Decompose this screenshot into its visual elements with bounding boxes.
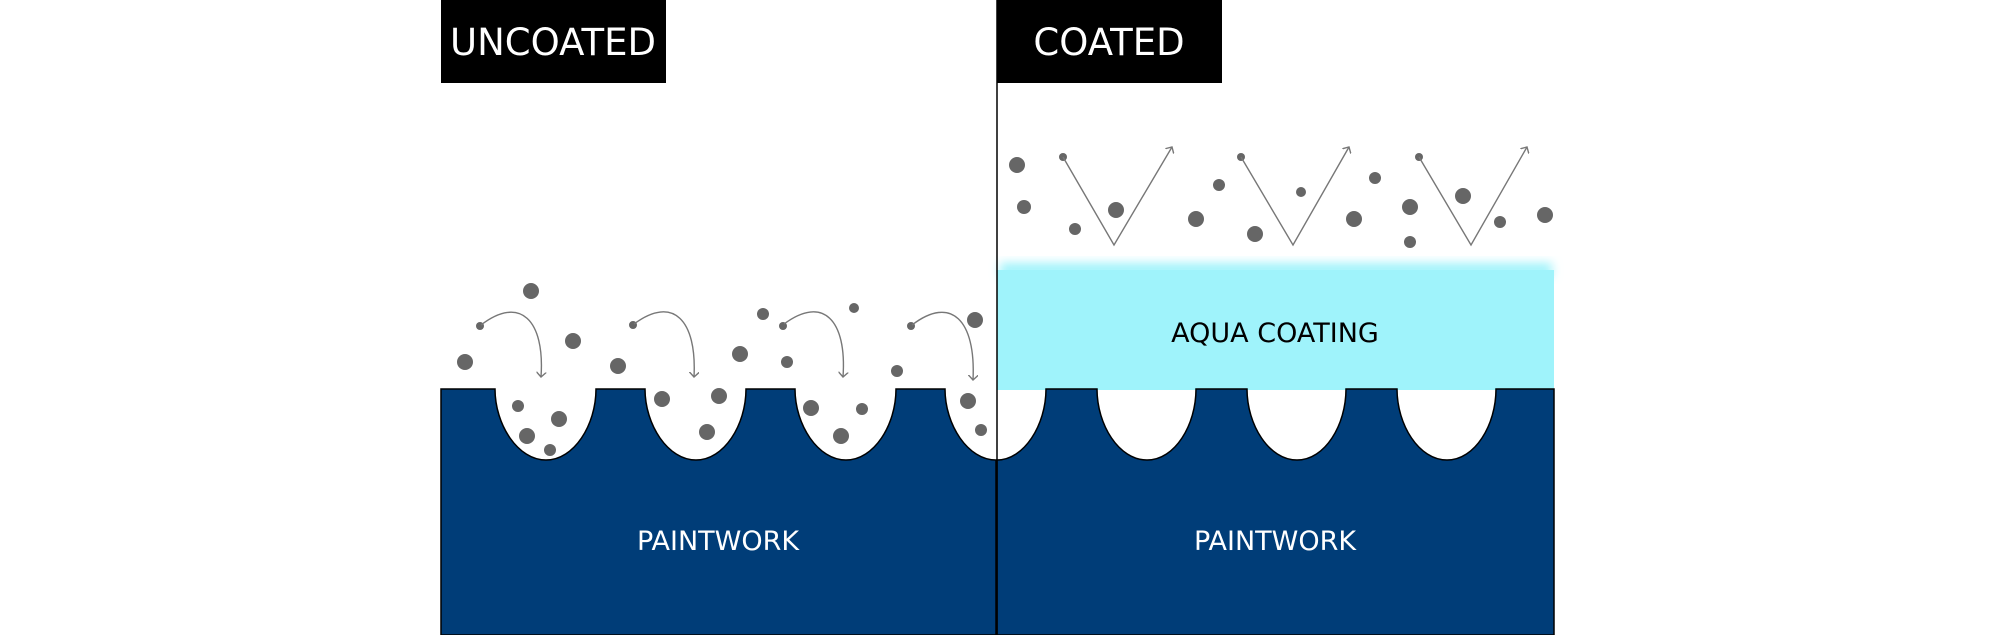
particle bbox=[654, 391, 670, 407]
particle bbox=[1404, 236, 1416, 248]
aqua-coating-label: AQUA COATING bbox=[1171, 318, 1379, 349]
aqua-coating-layer bbox=[997, 270, 1554, 390]
trap-arrow bbox=[911, 311, 973, 380]
particle bbox=[523, 283, 539, 299]
particle bbox=[833, 428, 849, 444]
particle bbox=[967, 312, 983, 328]
particle bbox=[551, 411, 567, 427]
particle bbox=[781, 356, 793, 368]
particle bbox=[457, 354, 473, 370]
bounce-arrow bbox=[1062, 147, 1172, 247]
coated-title: COATED bbox=[1033, 21, 1184, 64]
particle bbox=[856, 403, 868, 415]
particle bbox=[1537, 207, 1553, 223]
particle bbox=[1402, 199, 1418, 215]
uncoated-trap-arrows bbox=[480, 311, 973, 380]
particle bbox=[757, 308, 769, 320]
particle bbox=[1108, 202, 1124, 218]
particle bbox=[891, 365, 903, 377]
bounce-arrow bbox=[1240, 147, 1349, 247]
particle bbox=[1346, 211, 1362, 227]
particle bbox=[1494, 216, 1506, 228]
particle bbox=[544, 444, 556, 456]
particle bbox=[1213, 179, 1225, 191]
particle bbox=[1369, 172, 1381, 184]
uncoated-paintwork-label: PAINTWORK bbox=[637, 526, 800, 557]
particle bbox=[1455, 188, 1471, 204]
trap-arrow bbox=[783, 311, 843, 377]
particle bbox=[565, 333, 581, 349]
particle bbox=[519, 428, 535, 444]
uncoated-particles bbox=[457, 283, 987, 456]
particle bbox=[1188, 211, 1204, 227]
coated-bounce-arrows bbox=[1062, 147, 1527, 247]
coated-title-box bbox=[997, 0, 1222, 83]
particle bbox=[1017, 200, 1031, 214]
particle bbox=[610, 358, 626, 374]
coated-paintwork bbox=[996, 388, 1555, 635]
particle bbox=[1247, 226, 1263, 242]
trap-arrow bbox=[480, 311, 541, 377]
uncoated-paintwork bbox=[440, 388, 997, 635]
uncoated-title-box bbox=[441, 0, 666, 83]
bounce-arrow bbox=[1418, 147, 1527, 247]
particle bbox=[1296, 187, 1306, 197]
trap-arrow bbox=[633, 311, 694, 377]
particle bbox=[732, 346, 748, 362]
coated-panel: COATED AQUA COATING PAINTWORK bbox=[996, 0, 1555, 635]
particle bbox=[1009, 157, 1025, 173]
particle bbox=[711, 388, 727, 404]
uncoated-panel: UNCOATED PAINTWORK bbox=[440, 0, 997, 635]
coated-particles bbox=[1009, 153, 1553, 248]
particle bbox=[512, 400, 524, 412]
coated-paintwork-label: PAINTWORK bbox=[1194, 526, 1357, 557]
particle bbox=[849, 303, 859, 313]
particle bbox=[1069, 223, 1081, 235]
particle bbox=[960, 393, 976, 409]
uncoated-title: UNCOATED bbox=[450, 21, 656, 64]
particle bbox=[699, 424, 715, 440]
particle bbox=[803, 400, 819, 416]
particle bbox=[975, 424, 987, 436]
